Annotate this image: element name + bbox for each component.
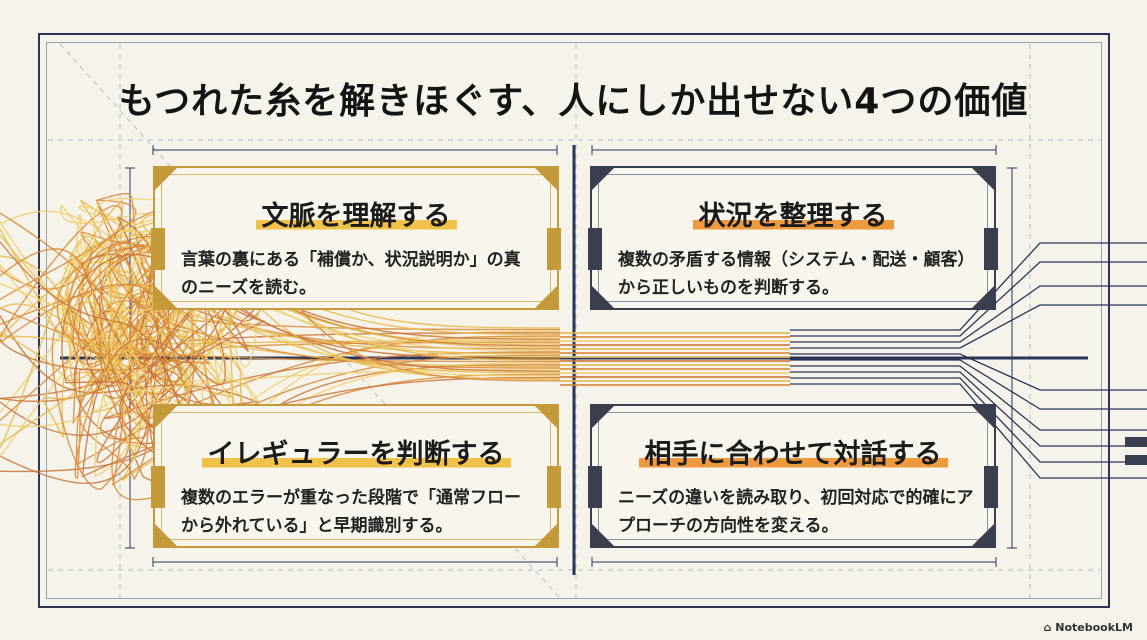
circuit-line <box>790 383 1147 479</box>
card-heading: イレギュラーを判断する <box>155 432 557 471</box>
card-corner <box>970 166 996 192</box>
circuit-line <box>790 377 1147 463</box>
card-body: 複数の矛盾する情報（システム・配送・顧客）から正しいものを判断する。 <box>618 250 966 298</box>
card-dialogue: 相手に合わせて対話する ニーズの違いを読み取り、初回対応で的確にアプローチの方向… <box>588 404 998 548</box>
card-tab <box>588 466 602 508</box>
card-corner <box>533 284 559 310</box>
card-heading-text: イレギュラーを判断する <box>201 439 511 470</box>
notebook-icon: ⌂ <box>1043 621 1056 634</box>
card-heading-text: 相手に合わせて対話する <box>638 439 948 470</box>
inner-frame <box>46 42 1102 599</box>
circuit-line <box>790 365 1147 431</box>
card-heading: 状況を整理する <box>592 194 994 233</box>
card-tab <box>151 228 165 270</box>
circuit-line <box>790 242 1147 331</box>
card-corner <box>153 166 179 192</box>
card-body: ニーズの違いを読み取り、初回対応で的確にアプローチの方向性を変える。 <box>618 488 974 536</box>
card-corner <box>590 284 616 310</box>
tangled-thread <box>0 241 561 484</box>
card-heading: 文脈を理解する <box>155 194 557 233</box>
card-tab <box>547 466 561 508</box>
card-tab <box>151 466 165 508</box>
circuit-line <box>790 285 1147 343</box>
circuit-line <box>790 261 1147 337</box>
card-tab <box>547 228 561 270</box>
card-heading: 相手に合わせて対話する <box>592 432 994 471</box>
card-body: 言葉の裏にある「補償か、状況説明か」の真のニーズを読む。 <box>181 250 521 298</box>
notebooklm-badge: ⌂ NotebookLM <box>1044 621 1133 634</box>
card-heading-text: 文脈を理解する <box>255 201 457 232</box>
circuit-line <box>790 359 1147 410</box>
card-corner <box>533 166 559 192</box>
card-corner <box>153 404 179 430</box>
card-corner <box>970 404 996 430</box>
card-corner <box>533 522 559 548</box>
circuit-line <box>790 371 1147 447</box>
card-heading-text: 状況を整理する <box>692 201 894 232</box>
card-corner <box>153 284 179 310</box>
card-tab <box>588 228 602 270</box>
card-body: 複数のエラーが重なった段階で「通常フローから外れている」と早期識別する。 <box>181 488 521 536</box>
card-context: 文脈を理解する 言葉の裏にある「補償か、状況説明か」の真のニーズを読む。 <box>151 166 561 310</box>
card-corner <box>153 522 179 548</box>
card-irregular: イレギュラーを判断する 複数のエラーが重なった段階で「通常フローから外れている」… <box>151 404 561 548</box>
page-title: もつれた糸を解きほぐす、人にしか出せない4つの価値 <box>118 81 1029 122</box>
card-tab <box>984 466 998 508</box>
card-situation: 状況を整理する 複数の矛盾する情報（システム・配送・顧客）から正しいものを判断す… <box>588 166 998 310</box>
circuit-node <box>1125 437 1147 447</box>
card-corner <box>590 404 616 430</box>
outer-frame <box>38 33 1110 608</box>
circuit-node <box>1125 455 1147 465</box>
circuit-line <box>790 304 1147 349</box>
card-tab <box>984 228 998 270</box>
card-corner <box>590 166 616 192</box>
card-corner <box>590 522 616 548</box>
circuit-line <box>790 353 1147 391</box>
card-corner <box>533 404 559 430</box>
card-corner <box>970 284 996 310</box>
notebooklm-label: NotebookLM <box>1055 621 1133 634</box>
card-corner <box>970 522 996 548</box>
